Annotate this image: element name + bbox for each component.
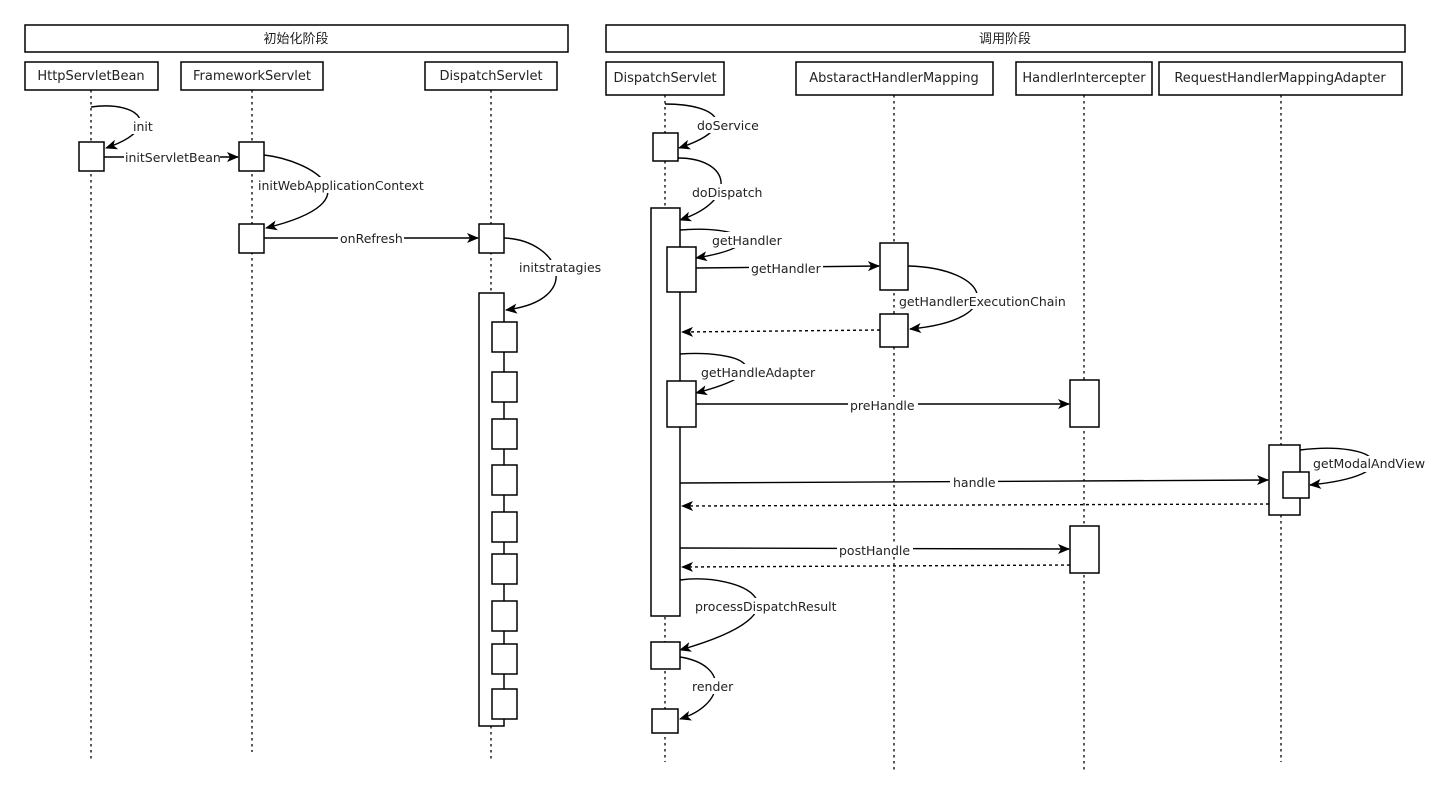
activation-httpservletbean (78, 141, 105, 172)
participant-dispatchservlet-init-label: DispatchServlet (439, 69, 542, 84)
message-doservice-label: doService (697, 118, 759, 133)
activation-handlerintercepter-posthandle (1069, 525, 1100, 574)
participant-frameworkservlet-label: FrameworkServlet (193, 69, 311, 84)
strategy-activation (491, 688, 518, 720)
message-processdispatchresult-label: processDispatchResult (695, 599, 837, 614)
message-initstratagies-label: initstratagies (519, 260, 601, 275)
activation-render (651, 708, 679, 734)
activation-getmodalandview (1282, 471, 1310, 499)
phase-init-label: 初始化阶段 (263, 32, 328, 47)
strategy-activation (491, 464, 518, 496)
participant-handlerintercepter: HandlerIntercepter (1015, 61, 1153, 96)
activation-handlerintercepter-prehandle (1069, 379, 1100, 428)
activation-abstracthandlermapping-2 (879, 313, 909, 348)
message-gethandleadapter (679, 352, 747, 396)
message-gethandler-self-label: getHandler (712, 233, 783, 248)
participant-httpservletbean-label: HttpServletBean (37, 69, 144, 84)
message-prehandle-label: preHandle (850, 398, 915, 413)
participant-dispatchservlet-call: DispatchServlet (605, 61, 725, 96)
message-gethandleadapter-label: getHandleAdapter (701, 365, 816, 380)
activation-frameworkservlet-1 (238, 141, 265, 172)
activation-gethandler (666, 246, 697, 293)
message-gethandlerexecutionchain-label: getHandlerExecutionChain (899, 294, 1066, 309)
strategy-activation (491, 511, 518, 543)
participant-handlerintercepter-label: HandlerIntercepter (1022, 71, 1146, 86)
message-initservletbean-label: initServletBean (125, 150, 221, 165)
strategy-activation (491, 371, 518, 403)
activation-dispatchservlet-doservice (652, 132, 679, 162)
strategy-activation (491, 321, 518, 353)
strategy-activation (491, 643, 518, 675)
phase-call-label: 调用阶段 (979, 32, 1031, 47)
phase-header-call: 调用阶段 (605, 24, 1406, 53)
participant-abstracthandlermapping: AbstaractHandlerMapping (795, 61, 994, 96)
activation-abstracthandlermapping-1 (879, 242, 909, 291)
phase-header-init: 初始化阶段 (24, 24, 569, 53)
participant-dispatchservlet-init: DispatchServlet (424, 61, 558, 91)
message-getmodalandview-label: getModalAndView (1313, 456, 1425, 471)
message-render-label: render (692, 679, 734, 694)
return-handle (681, 500, 1270, 511)
activation-frameworkservlet-2 (238, 223, 265, 254)
participant-httpservletbean: HttpServletBean (24, 61, 159, 91)
message-init-label: init (133, 119, 153, 134)
message-init (90, 105, 141, 150)
participant-abstracthandlermapping-label: AbstaractHandlerMapping (809, 71, 979, 86)
message-handle-label: handle (953, 475, 996, 490)
strategy-activation (491, 418, 518, 450)
participant-requesthandlermappingadapter: RequestHandlerMappingAdapter (1158, 61, 1403, 96)
participant-frameworkservlet: FrameworkServlet (180, 61, 324, 91)
strategy-activation (491, 600, 518, 632)
strategy-activations (491, 321, 518, 720)
message-processdispatchresult (679, 578, 759, 652)
message-dodispatch (677, 157, 722, 222)
message-dodispatch-label: doDispatch (692, 185, 762, 200)
return-posthandle (681, 561, 1071, 572)
activation-dispatchservlet-init-1 (478, 223, 505, 254)
message-onrefresh-label: onRefresh (340, 231, 403, 246)
participant-requesthandlermappingadapter-label: RequestHandlerMappingAdapter (1174, 71, 1386, 86)
activation-processdispatchresult (650, 641, 681, 670)
activation-gethandleadapter (666, 380, 697, 428)
strategy-activation (491, 553, 518, 585)
return-gethandlerexecutionchain (681, 326, 881, 337)
message-initwebapplicationcontext-label: initWebApplicationContext (258, 178, 424, 193)
participant-dispatchservlet-call-label: DispatchServlet (613, 71, 716, 86)
message-posthandle-label: postHandle (839, 543, 910, 558)
message-gethandler-label: getHandler (751, 261, 822, 276)
